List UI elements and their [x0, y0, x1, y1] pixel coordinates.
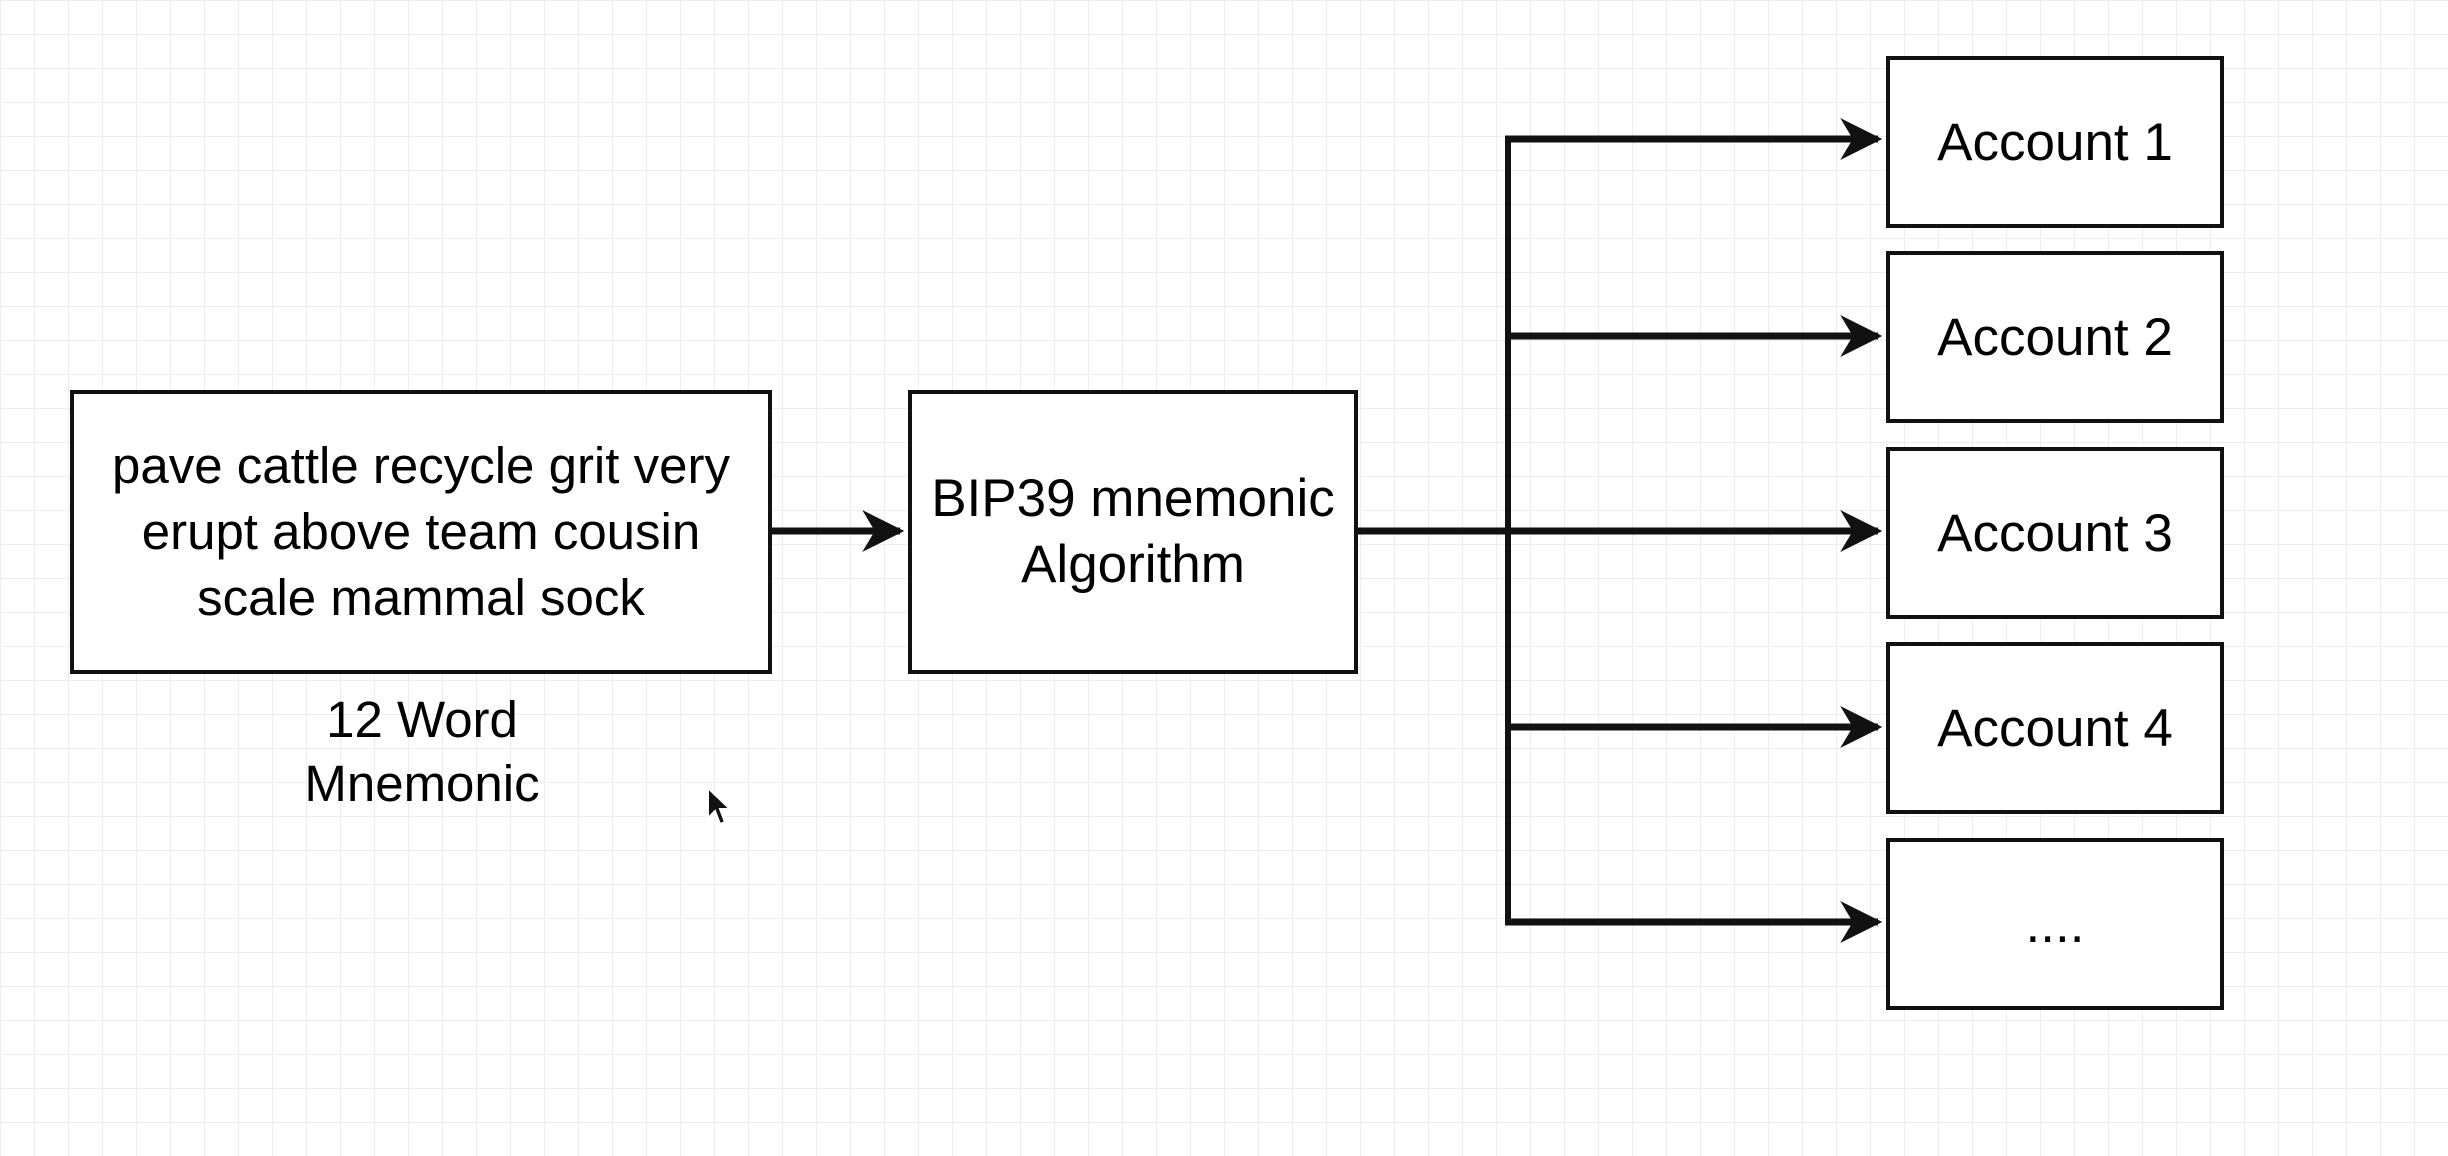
account-box-1[interactable]: Account 1 [1886, 56, 2224, 228]
account-label: Account 1 [1937, 112, 2173, 172]
mnemonic-caption: 12 Word Mnemonic [220, 688, 624, 816]
mnemonic-line: pave cattle recycle grit very [112, 437, 730, 494]
algorithm-line: Algorithm [1021, 535, 1245, 594]
account-box-3[interactable]: Account 3 [1886, 447, 2224, 619]
account-label: Account 3 [1937, 503, 2173, 563]
account-box-4[interactable]: Account 4 [1886, 642, 2224, 814]
mnemonic-line: erupt above team cousin [141, 503, 701, 560]
account-label: Account 2 [1937, 307, 2173, 367]
account-label: .... [2025, 894, 2085, 954]
caption-line: 12 Word [326, 691, 518, 748]
account-box-2[interactable]: Account 2 [1886, 251, 2224, 423]
mnemonic-words-box[interactable]: pave cattle recycle grit very erupt abov… [70, 390, 772, 674]
account-box-more[interactable]: .... [1886, 838, 2224, 1010]
account-label: Account 4 [1937, 698, 2173, 758]
caption-line: Mnemonic [304, 755, 540, 812]
mnemonic-words-text: pave cattle recycle grit very erupt abov… [112, 433, 730, 631]
mouse-pointer-icon [707, 786, 732, 826]
mnemonic-line: scale mammal sock [197, 569, 645, 626]
algorithm-text: BIP39 mnemonic Algorithm [931, 466, 1335, 598]
algorithm-line: BIP39 mnemonic [931, 469, 1335, 528]
bip39-algorithm-box[interactable]: BIP39 mnemonic Algorithm [908, 390, 1358, 674]
